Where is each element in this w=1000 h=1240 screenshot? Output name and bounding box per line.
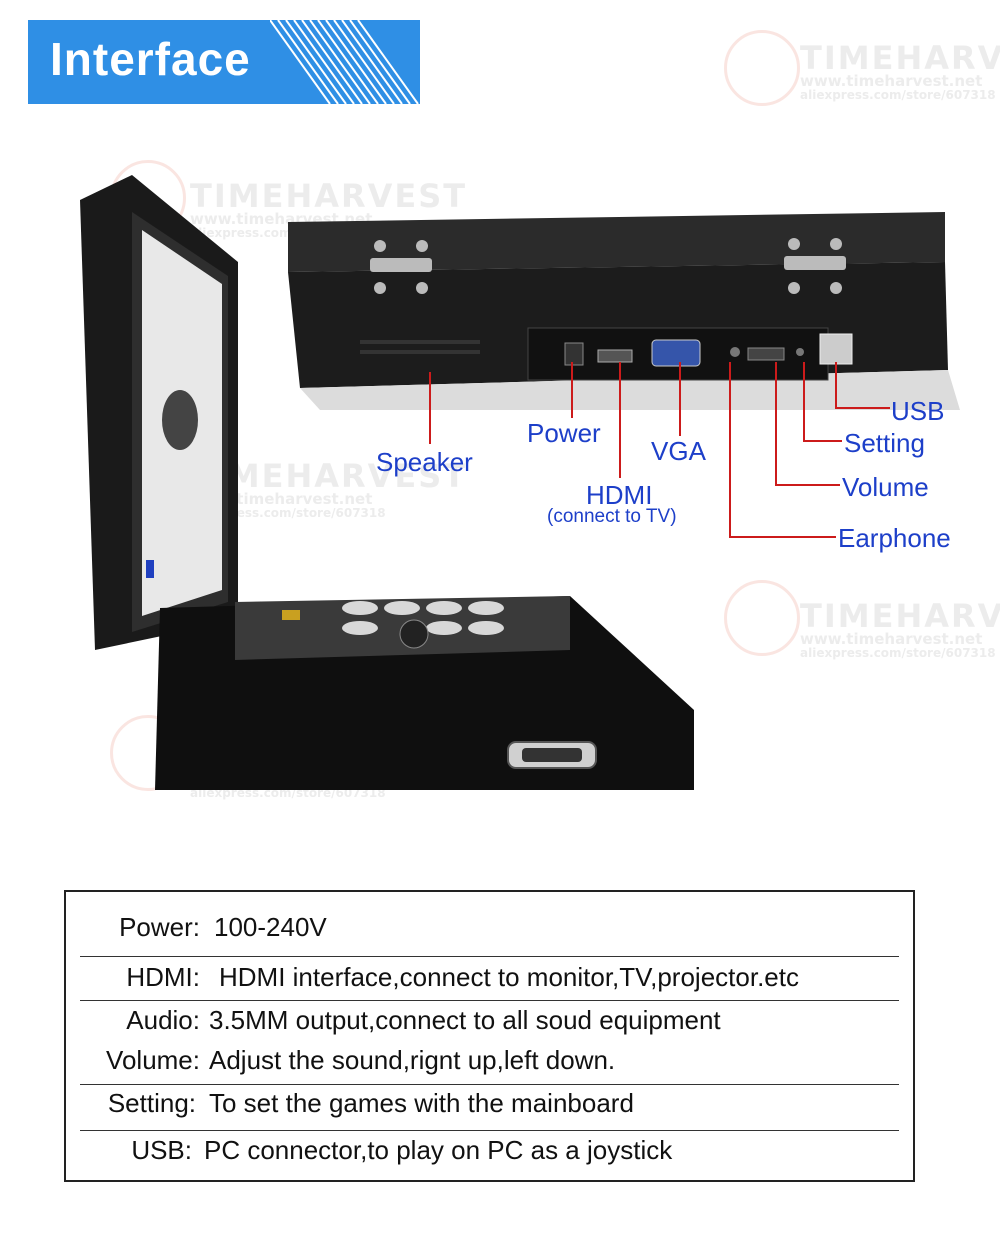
spec-label: Audio:	[126, 1005, 200, 1035]
callout-speaker: Speaker	[376, 447, 473, 477]
spec-value: To set the games with the mainboard	[209, 1088, 634, 1118]
spec-divider	[80, 1000, 899, 1001]
spec-label: Power:	[119, 912, 200, 942]
callout-setting: Setting	[844, 428, 925, 458]
spec-label: HDMI:	[126, 962, 200, 992]
spec-row-volume: Volume: Adjust the sound,rignt up,left d…	[78, 1045, 901, 1089]
spec-row-usb: USB: PC connector,to play on PC as a joy…	[78, 1135, 901, 1179]
spec-row-setting: Setting: To set the games with the mainb…	[78, 1088, 901, 1132]
header-banner: Interface	[28, 20, 420, 104]
watermark: TIMEHARVEST www.timeharvest.net aliexpre…	[800, 39, 1000, 102]
callout-hdmi: HDMI	[586, 480, 653, 510]
spec-value: Adjust the sound,rignt up,left down.	[209, 1045, 616, 1075]
spec-divider	[80, 1084, 899, 1085]
spec-value: 100-240V	[214, 912, 327, 942]
callout-power: Power	[527, 418, 601, 448]
callout-volume: Volume	[842, 472, 929, 502]
spec-value: PC connector,to play on PC as a joystick	[204, 1135, 673, 1165]
spec-value: 3.5MM output,connect to all soud equipme…	[209, 1005, 721, 1035]
banner-stripes-decoration	[270, 20, 419, 104]
watermark-logo-icon	[724, 30, 800, 106]
spec-value: HDMI interface,connect to monitor,TV,pro…	[219, 962, 799, 992]
spec-label: Volume:	[106, 1045, 200, 1075]
product-photo	[80, 175, 960, 790]
watermark-logo-icon	[724, 580, 800, 656]
spec-label: Setting:	[107, 1088, 196, 1118]
spec-divider	[80, 1130, 899, 1131]
spec-table: Power: 100-240V HDMI: HDMI interface,con…	[64, 890, 915, 1182]
callout-earphone: Earphone	[838, 523, 951, 553]
spec-divider	[80, 956, 899, 957]
spec-label: USB:	[131, 1135, 192, 1165]
callout-hdmi-note: (connect to TV)	[547, 506, 677, 527]
callout-vga: VGA	[651, 436, 706, 466]
spec-row-hdmi: HDMI: HDMI interface,connect to monitor,…	[78, 962, 901, 1006]
spec-row-power: Power: 100-240V	[78, 912, 901, 956]
page-title: Interface	[50, 33, 251, 85]
callout-usb: USB	[891, 396, 945, 426]
spec-row-audio: Audio: 3.5MM output,connect to all soud …	[78, 1005, 901, 1049]
